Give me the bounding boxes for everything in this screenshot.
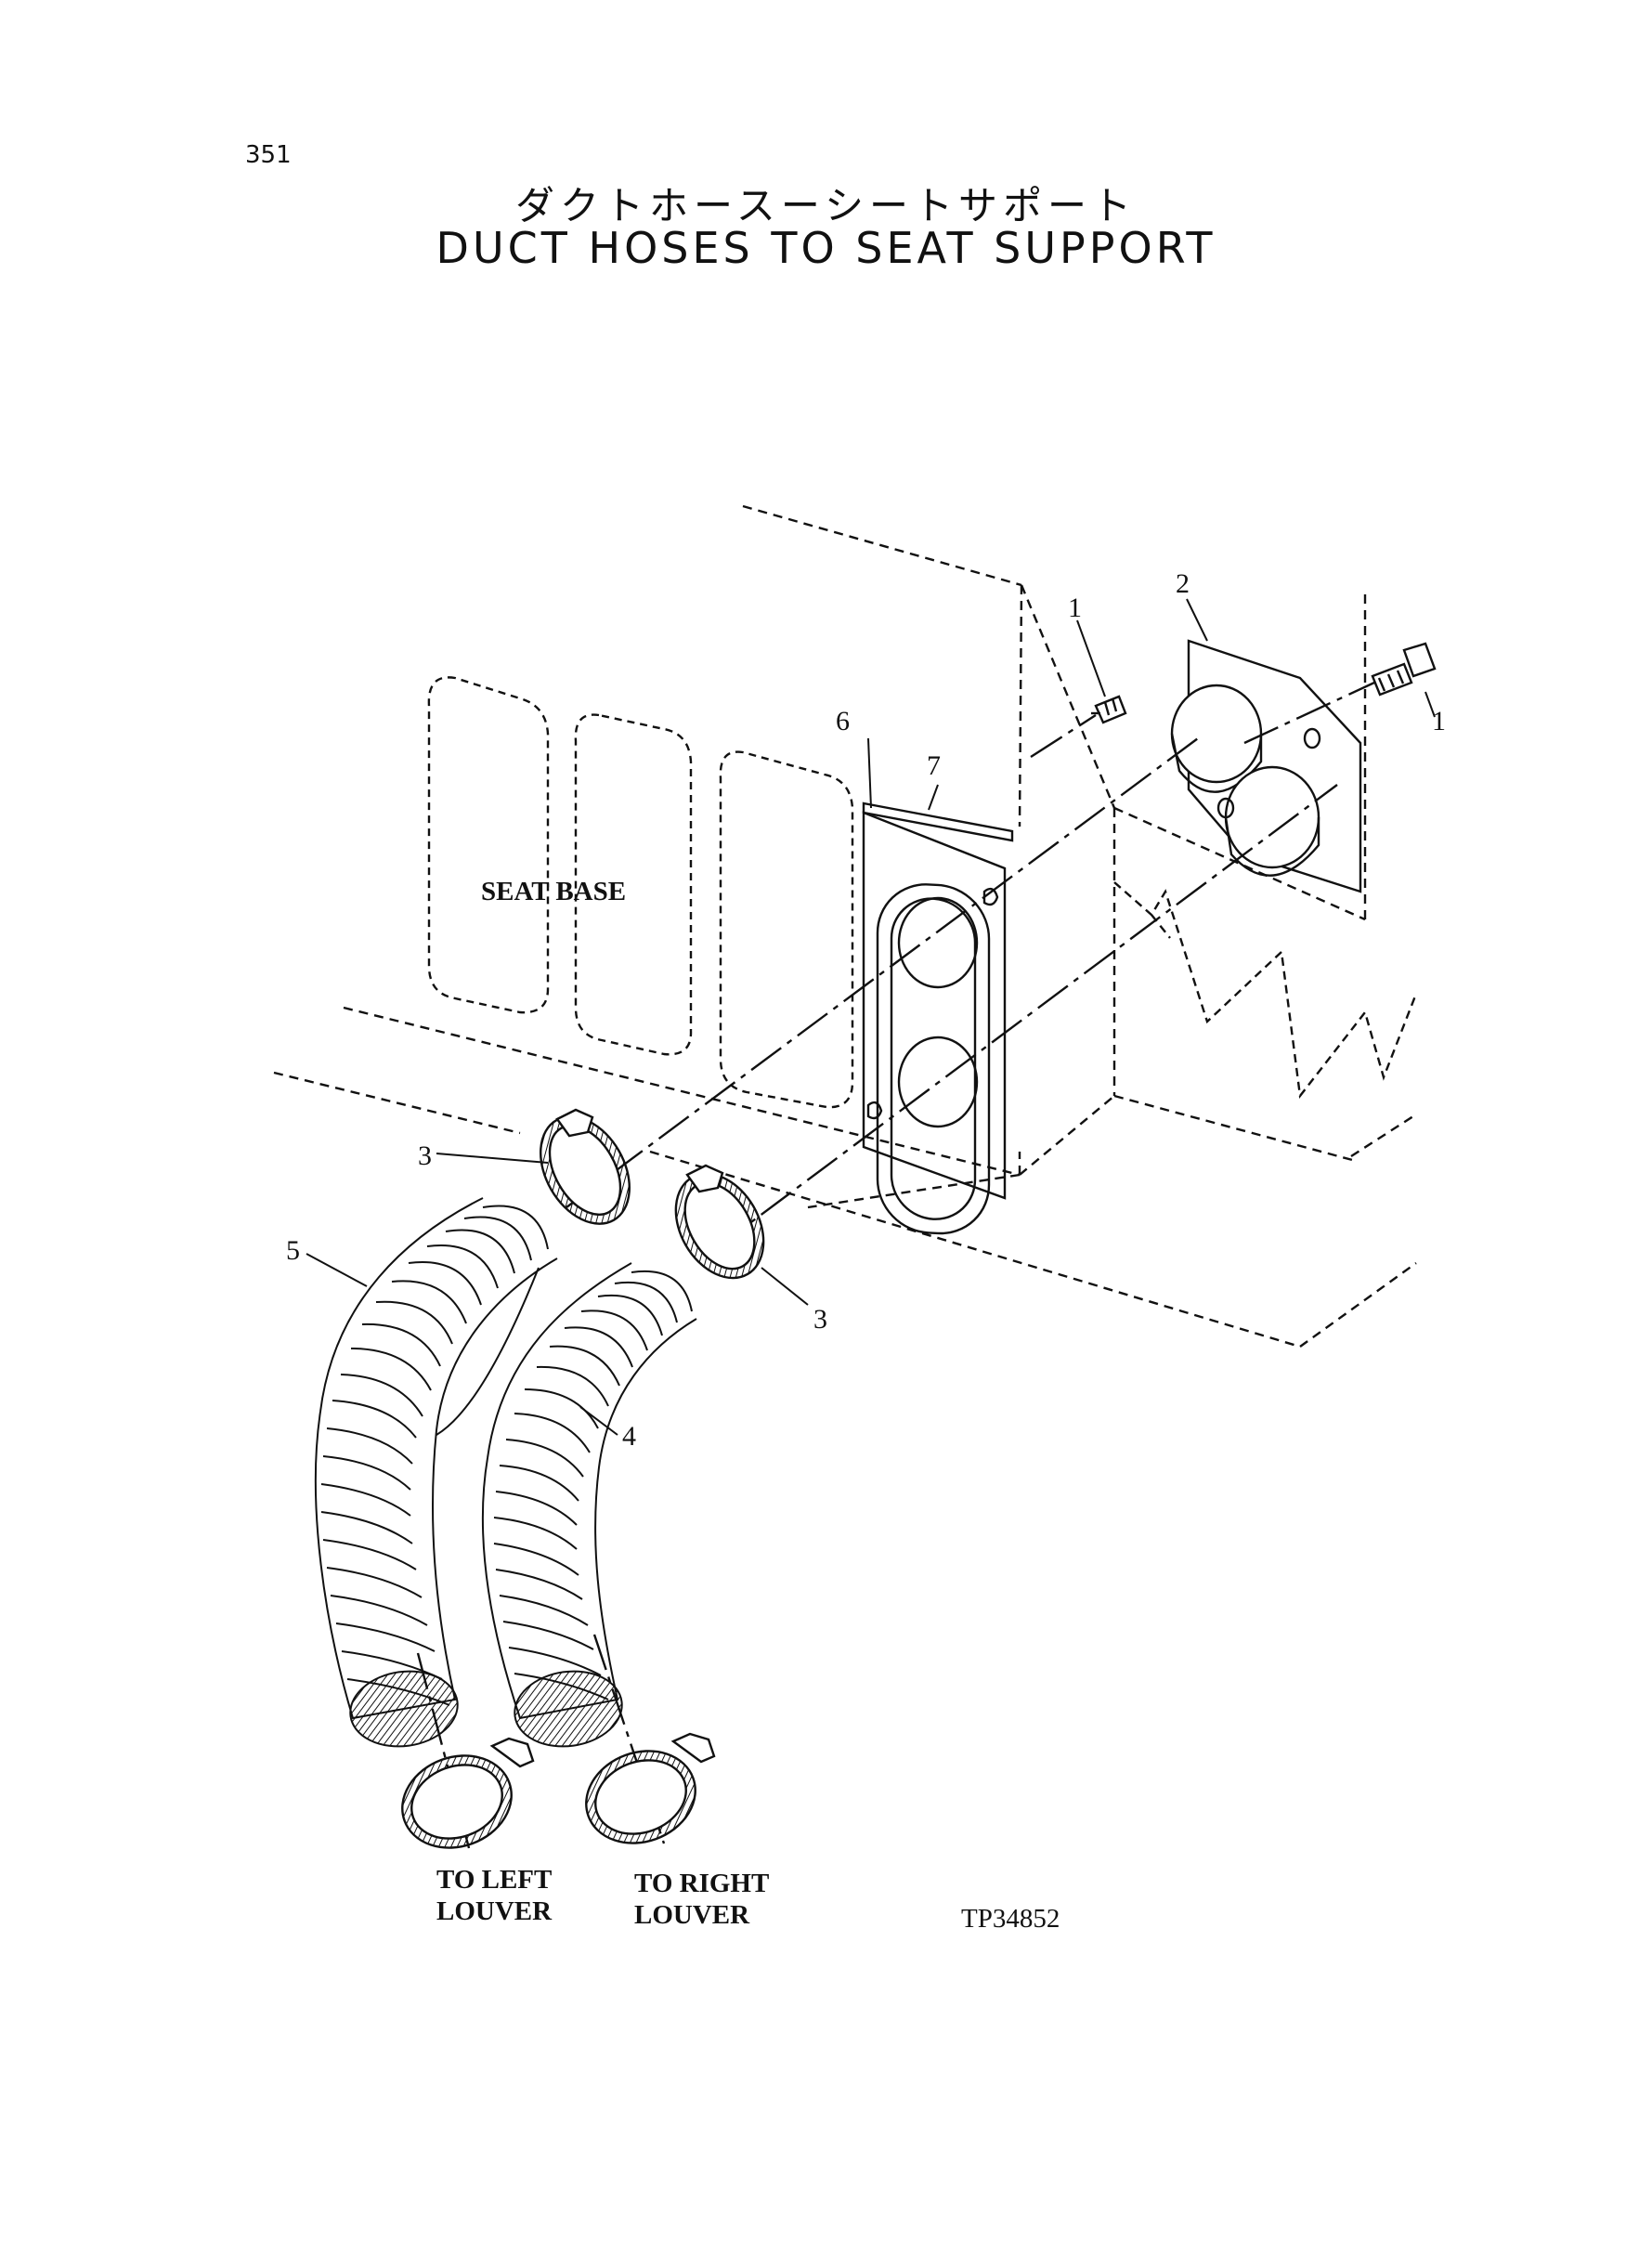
bolt-right[interactable]: [1371, 642, 1437, 697]
seat-structure-outline: [273, 504, 1417, 1348]
callout-1-left: 1: [1068, 593, 1082, 623]
to-left-louver-line2: LOUVER: [436, 1896, 553, 1926]
hose-clamp-lower-right[interactable]: [573, 1732, 716, 1858]
hose-clamp-upper-left[interactable]: [523, 1101, 648, 1239]
callout-leaders: [306, 598, 1436, 1436]
callout-5: 5: [286, 1235, 300, 1266]
callout-1-right: 1: [1432, 706, 1446, 736]
mounting-plate[interactable]: [1170, 639, 1362, 893]
bolt-left[interactable]: [1091, 695, 1127, 724]
callout-4: 4: [622, 1421, 636, 1452]
callout-2: 2: [1176, 568, 1190, 599]
break-lines: [1113, 881, 1418, 1100]
seat-base-label: SEAT BASE: [481, 877, 627, 906]
callout-3-upper: 3: [418, 1140, 432, 1171]
duct-hose-right[interactable]: [481, 1262, 697, 1753]
to-right-louver-line1: TO RIGHT: [634, 1869, 770, 1898]
title-japanese: ダクトホースーシートサポート: [514, 183, 1138, 228]
figure-code: TP34852: [961, 1904, 1060, 1934]
duct-hose-left[interactable]: [314, 1197, 558, 1753]
to-left-louver-line1: TO LEFT: [436, 1865, 553, 1895]
duct-seal-plate: [862, 801, 1014, 1235]
callout-6: 6: [836, 706, 850, 736]
seat-base-panels: [427, 676, 854, 1109]
hose-clamp-upper-right[interactable]: [658, 1158, 782, 1294]
callout-7: 7: [927, 750, 941, 781]
page-number: 351: [245, 141, 292, 169]
callout-3-lower: 3: [813, 1304, 827, 1335]
to-right-louver-line2: LOUVER: [634, 1900, 750, 1930]
hose-clamp-lower-left[interactable]: [389, 1737, 535, 1863]
title-english: DUCT HOSES TO SEAT SUPPORT: [436, 223, 1216, 273]
